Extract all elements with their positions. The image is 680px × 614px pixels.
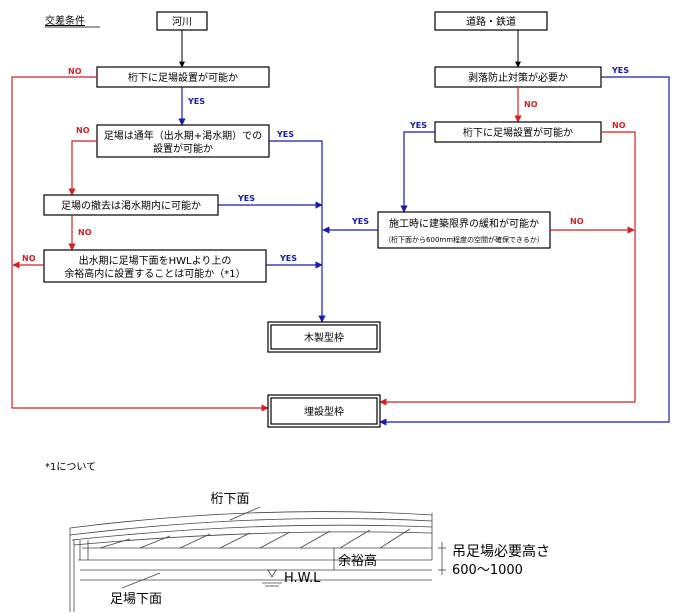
box-l1-label: 桁下に足場設置が可能か xyxy=(128,71,238,84)
no-label-r3: NO xyxy=(570,217,584,226)
start-river-label: 河川 xyxy=(172,16,192,28)
label-girder-bottom: 桁下面 xyxy=(210,492,249,507)
box-r3-label-2: （桁下面から600mm程度の空間が確保できるか） xyxy=(384,235,544,244)
box-r3-label-1: 施工時に建築限界の緩和が可能か xyxy=(389,217,539,230)
label-hwl: H.W.L xyxy=(284,571,321,586)
box-l2-label-2: 設置が可能か xyxy=(153,142,213,155)
box-l2-label-1: 足場は通年（出水期+渇水期）での xyxy=(104,129,262,142)
box-l4-label-2: 余裕高内に設置することは可能か（*1） xyxy=(64,267,245,280)
box-r1-label: 剥落防止対策が必要か xyxy=(468,71,568,84)
yes-label-l2: YES xyxy=(276,130,294,139)
yes-label-l3: YES xyxy=(237,194,255,203)
no-label-l1: NO xyxy=(68,67,82,76)
yes-label-l4: YES xyxy=(279,254,297,263)
yes-label-r3: YES xyxy=(351,217,369,226)
note-title: *1について xyxy=(45,461,96,473)
label-freeboard: 余裕高 xyxy=(338,553,377,569)
section-title: 交差条件 xyxy=(45,14,85,27)
no-label-r2: NO xyxy=(612,121,626,130)
start-road-label: 道路・鉄道 xyxy=(466,15,516,28)
box-r2-label: 桁下に足場設置が可能か xyxy=(463,126,573,139)
label-hang-height-1: 吊足場必要高さ xyxy=(452,543,550,560)
yes-label-r1: YES xyxy=(611,66,629,75)
no-label-r1: NO xyxy=(524,100,538,109)
yes-label-l1: YES xyxy=(187,97,205,106)
start-road-box xyxy=(434,11,548,31)
no-label-l2: NO xyxy=(76,126,90,135)
label-hang-height-2: 600～1000 xyxy=(452,563,523,578)
box-l4 xyxy=(43,249,267,283)
box-l4-label-1: 出水期に足場下面をHWLより上の xyxy=(79,254,232,267)
no-label-l3: NO xyxy=(78,228,92,237)
box-l3-label: 足場の撤去は渇水期内に可能か xyxy=(61,199,201,212)
result-buried-label: 埋設型枠 xyxy=(304,405,344,418)
result-wood-label: 木製型枠 xyxy=(304,331,344,344)
yes-label-r2: YES xyxy=(409,121,427,130)
no-label-l4: NO xyxy=(22,254,36,263)
label-scaffold-bottom: 足場下面 xyxy=(110,592,162,607)
section-drawing xyxy=(69,506,446,612)
